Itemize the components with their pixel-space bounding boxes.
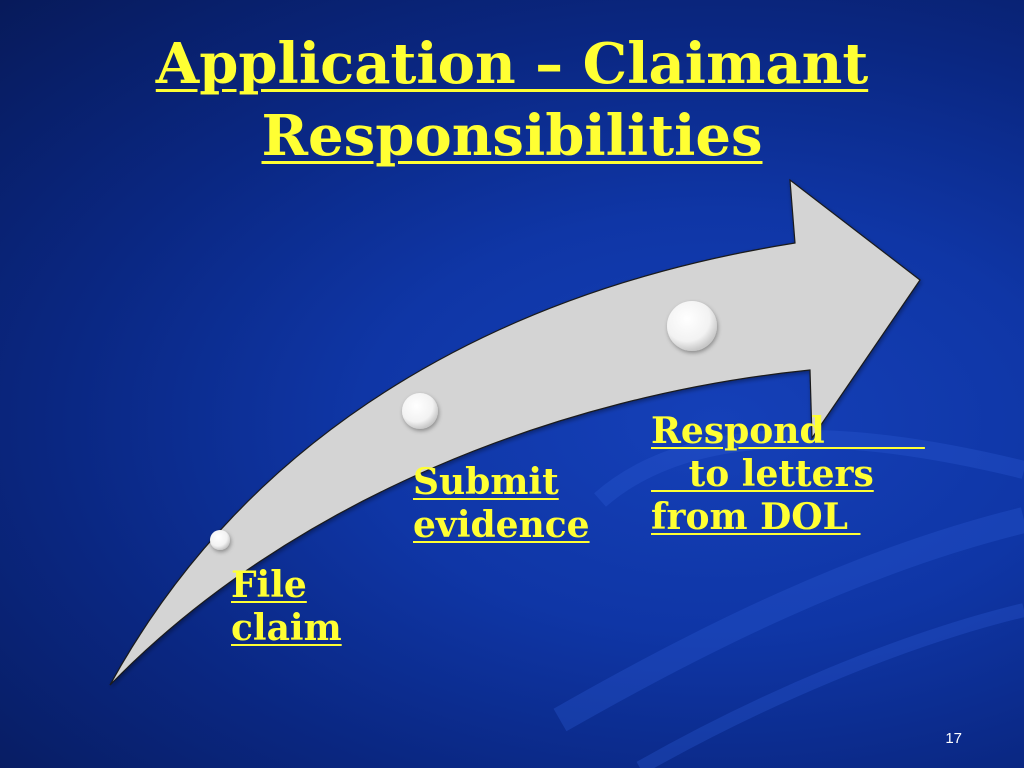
background-swooshes <box>553 429 1024 768</box>
step-3-line-1: Respond <box>651 410 925 452</box>
step-submit-evidence: Submit evidence <box>413 461 590 547</box>
step-respond-letters: Respond to letters from DOL <box>651 410 925 539</box>
swoosh-3 <box>636 603 1024 768</box>
step-3-line-3: from DOL <box>651 496 861 538</box>
title-line-2: Responsibilities <box>261 103 763 169</box>
slide-title: Application – Claimant Responsibilities <box>0 28 1024 172</box>
step-1-line-2: claim <box>231 607 342 649</box>
page-number: 17 <box>945 730 962 747</box>
title-line-1: Application – Claimant <box>155 31 869 97</box>
step-2-line-2: evidence <box>413 504 590 546</box>
curved-arrow <box>109 178 921 686</box>
swoosh-2 <box>594 429 1024 507</box>
milestone-dot-3 <box>667 301 717 351</box>
milestone-dot-2 <box>402 393 438 429</box>
step-file-claim: File claim <box>231 564 342 650</box>
swoosh-1 <box>553 507 1024 732</box>
step-1-line-1: File <box>231 564 307 606</box>
step-3-line-2: to letters <box>651 453 874 495</box>
milestone-dot-1 <box>210 530 230 550</box>
step-2-line-1: Submit <box>413 461 559 503</box>
